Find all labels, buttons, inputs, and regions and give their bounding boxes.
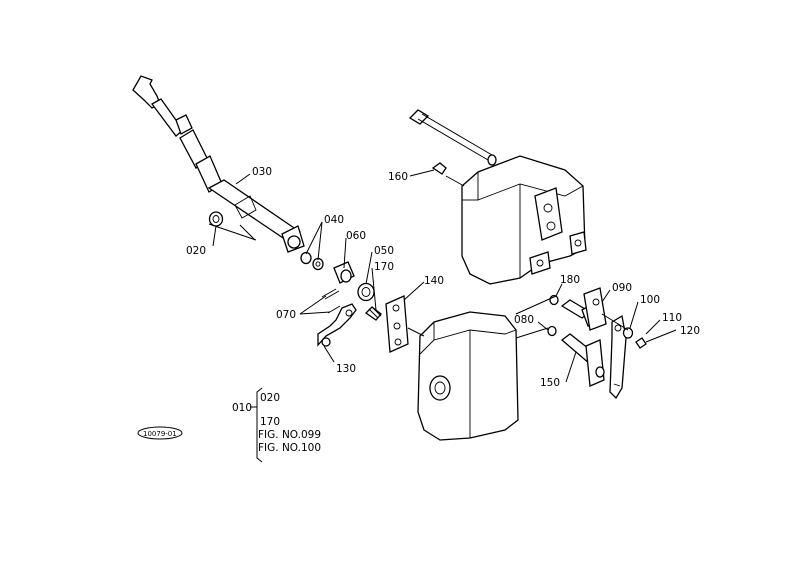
long-bolt-part (408, 109, 497, 166)
drawing-id-text: 10079-01 (143, 430, 177, 438)
shaft-assembly-part (515, 287, 647, 400)
callout-150: 150 (540, 377, 560, 389)
callout-labels: 030 020 040 060 050 170 140 070 130 160 … (186, 166, 700, 389)
callout-060: 060 (346, 230, 366, 242)
spring-170-part (364, 306, 382, 321)
callout-160: 160 (388, 171, 408, 183)
legend-item-1: 020 (260, 392, 280, 404)
callout-080: 080 (514, 314, 534, 326)
callout-130: 130 (336, 363, 356, 375)
legend-group-label: 010 (232, 402, 252, 414)
assembly-legend: 010 020 170 FIG. NO.099 FIG. NO.100 (232, 387, 321, 463)
bracket-130-part (317, 303, 357, 347)
drawing-id-badge: 10079-01 (137, 426, 183, 440)
callout-020: 020 (186, 245, 206, 257)
leader-lines (212, 169, 677, 383)
washer-020-part (208, 211, 257, 241)
plate-140-part (385, 295, 409, 353)
callout-120: 120 (680, 325, 700, 337)
legend-item-4: FIG. NO.100 (258, 442, 321, 454)
control-lever-part (132, 75, 305, 253)
bushing-set-part (300, 251, 375, 302)
callout-070: 070 (276, 309, 296, 321)
callout-140: 140 (424, 275, 444, 287)
pin-070-part (321, 288, 341, 314)
callout-090: 090 (612, 282, 632, 294)
callout-180: 180 (560, 274, 580, 286)
legend-item-3: FIG. NO.099 (258, 429, 321, 441)
callout-030: 030 (252, 166, 272, 178)
callout-050: 050 (374, 245, 394, 257)
callout-040: 040 (324, 214, 344, 226)
upper-housing-part (461, 155, 587, 285)
callout-110: 110 (662, 312, 682, 324)
legend-item-2: 170 (260, 416, 280, 428)
callout-100: 100 (640, 294, 660, 306)
nut-160-part (431, 162, 465, 187)
callout-170: 170 (374, 261, 394, 273)
lower-housing-part (407, 311, 519, 441)
